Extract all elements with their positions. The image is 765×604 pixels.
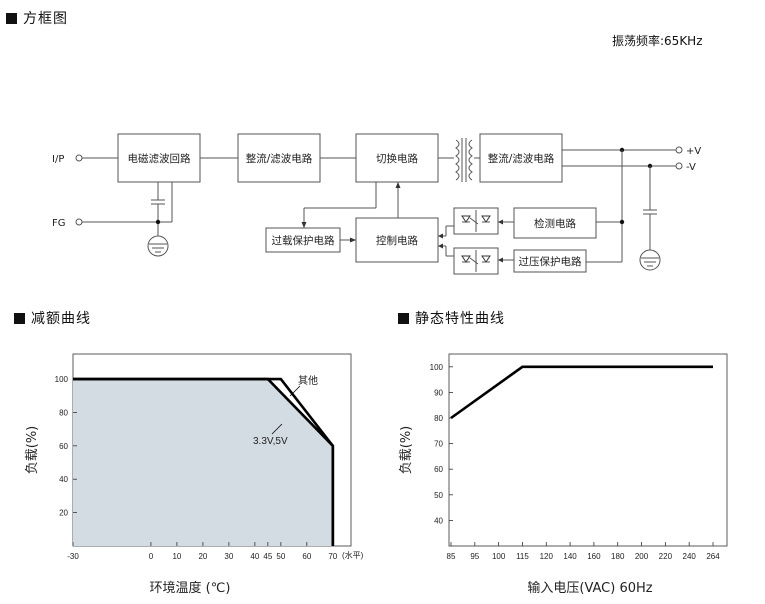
static-curve-title-text: 静态特性曲线 (415, 311, 505, 327)
y-tick-label: 90 (434, 388, 443, 397)
square-bullet-icon (6, 12, 17, 24)
rectifier-filter-block-2 (479, 133, 563, 183)
x-tick-label: 115 (516, 552, 529, 561)
vminus-port-label: -V (686, 162, 696, 173)
x-tick-label: 20 (198, 552, 207, 561)
derating-x-unit: (水平) (342, 550, 364, 560)
block-diagram-title-text: 方框图 (23, 11, 68, 27)
transformer-icon (455, 138, 473, 182)
static-series-line (450, 365, 713, 420)
square-bullet-icon (398, 312, 409, 324)
x-tick-label: -30 (67, 552, 79, 561)
derating-y-ticks: 20 40 60 80 100 (55, 375, 77, 518)
derating-x-ticks: -30 0 10 20 30 40 45 50 60 70 (67, 542, 338, 561)
static-y-axis-label: 负载(%) (399, 426, 414, 475)
series-pointer-other (289, 385, 301, 397)
static-y-ticks: 40 50 60 70 80 90 100 (430, 363, 453, 525)
overload-protection-block (265, 227, 341, 253)
wiring (82, 147, 676, 271)
emi-filter-label: 电磁滤波回路 (128, 152, 191, 165)
overload-protection-label: 过载保护电路 (272, 234, 335, 247)
x-tick-label: 264 (706, 552, 720, 561)
series-label-other: 其他 (298, 374, 318, 387)
rectifier-filter-block-1 (237, 133, 321, 183)
static-x-ticks: 85 95 100 115 120 140 160 180 200 220 240 264 (447, 542, 720, 561)
switching-label: 切换电路 (376, 152, 418, 165)
x-tick-label: 70 (328, 552, 337, 561)
x-tick-label: 50 (276, 552, 285, 561)
control-block (355, 217, 439, 263)
emi-filter-block (117, 133, 201, 183)
rectifier-filter-label-2: 整流/滤波电路 (488, 152, 555, 165)
input-terminal-icon (75, 154, 83, 162)
derating-y-axis-label: 负载(%) (25, 426, 40, 475)
derating-x-axis-label: 环境温度 (℃) (150, 580, 231, 596)
x-tick-label: 45 (263, 552, 272, 561)
derating-plot-frame (72, 353, 352, 547)
overvoltage-protection-block (513, 249, 587, 273)
block-diagram: 电磁滤波回路 整流/滤波电路 切换电路 整流/滤波电路 过载保护电路 控制电路 … (52, 133, 701, 275)
x-tick-label: 60 (302, 552, 311, 561)
optocoupler-icon (453, 247, 499, 275)
y-tick-label: 50 (434, 491, 443, 500)
y-tick-label: 80 (59, 408, 68, 417)
optocoupler-icon (453, 207, 499, 235)
rectifier-filter-label-1: 整流/滤波电路 (246, 152, 313, 165)
y-tick-label: 40 (59, 475, 68, 484)
x-tick-label: 85 (447, 552, 456, 561)
detection-block (513, 207, 597, 239)
x-tick-label: 10 (172, 552, 181, 561)
x-tick-label: 40 (250, 552, 259, 561)
x-tick-label: 30 (224, 552, 233, 561)
overvoltage-protection-label: 过压保护电路 (519, 255, 582, 268)
fg-terminal-icon (75, 218, 83, 226)
series-line-other (73, 377, 335, 546)
switching-block (355, 133, 439, 183)
y-tick-label: 60 (59, 442, 68, 451)
x-tick-label: 0 (149, 552, 154, 561)
derating-curve-title-text: 减额曲线 (31, 311, 91, 327)
x-tick-label: 200 (635, 552, 649, 561)
control-label: 控制电路 (376, 234, 418, 247)
y-tick-label: 100 (430, 363, 444, 372)
static-curve-title: 静态特性曲线 (398, 308, 505, 328)
static-x-axis-label: 输入电压(VAC) 60Hz (527, 580, 652, 596)
x-tick-label: 120 (540, 552, 554, 561)
derating-curve-title: 减额曲线 (14, 308, 91, 328)
x-tick-label: 180 (611, 552, 625, 561)
block-diagram-title: 方框图 (6, 8, 68, 28)
vminus-terminal-icon (675, 162, 683, 170)
vplus-port-label: +V (686, 146, 701, 157)
series-pointer-3v3-5v (271, 423, 283, 435)
static-plot-frame (448, 353, 728, 547)
y-tick-label: 60 (434, 465, 443, 474)
oscillation-frequency: 振荡频率:65KHz (612, 34, 703, 48)
y-tick-label: 70 (434, 440, 443, 449)
detection-label: 检测电路 (534, 217, 576, 230)
x-tick-label: 240 (683, 552, 697, 561)
vplus-terminal-icon (675, 146, 683, 154)
y-tick-label: 100 (55, 375, 69, 384)
y-tick-label: 80 (434, 414, 443, 423)
x-tick-label: 95 (470, 552, 479, 561)
x-tick-label: 160 (587, 552, 601, 561)
derating-safe-area (73, 379, 333, 546)
fg-port-label: FG (52, 218, 66, 229)
square-bullet-icon (14, 312, 25, 324)
x-tick-label: 220 (659, 552, 673, 561)
y-tick-label: 40 (434, 516, 443, 525)
input-port-label: I/P (52, 154, 64, 165)
x-tick-label: 100 (492, 552, 506, 561)
series-label-3v3-5v: 3.3V,5V (253, 436, 288, 447)
series-line-3v3-5v (73, 377, 335, 546)
y-tick-label: 20 (59, 509, 68, 518)
x-tick-label: 140 (563, 552, 577, 561)
